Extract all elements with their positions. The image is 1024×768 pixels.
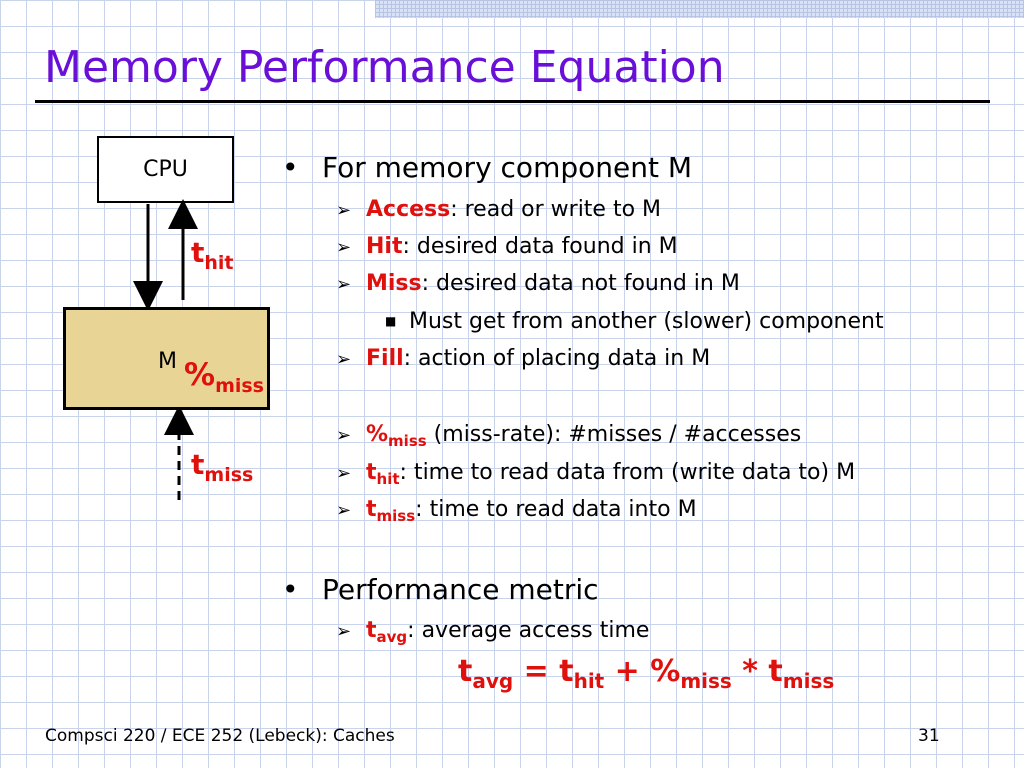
slide-footer: Compsci 220 / ECE 252 (Lebeck): Caches	[45, 726, 395, 746]
t-hit-label: thit	[191, 236, 234, 274]
square-bullet-icon: ■	[385, 314, 397, 328]
corner-pattern	[375, 0, 1024, 18]
memory-box: M %miss	[63, 307, 270, 410]
title-underline	[35, 100, 990, 103]
item-t-miss: ➢tmiss: time to read data into M	[336, 497, 697, 525]
slide-title: Memory Performance Equation	[44, 42, 725, 93]
t-miss-label: tmiss	[191, 448, 254, 486]
item-t-hit: ➢thit: time to read data from (write dat…	[336, 460, 856, 488]
miss-rate-label: %miss	[184, 357, 264, 397]
arrow-bullet-icon: ➢	[336, 237, 352, 258]
arrow-bullet-icon: ➢	[336, 200, 352, 221]
item-fill: ➢Fill: action of placing data in M	[336, 346, 711, 371]
item-access: ➢Access: read or write to M	[336, 197, 662, 222]
performance-formula: tavg = thit + %miss * tmiss	[458, 654, 835, 693]
item-miss-rate: ➢%miss (miss-rate): #misses / #accesses	[336, 422, 802, 450]
memory-label: M	[158, 349, 177, 374]
item-miss: ➢Miss: desired data not found in M	[336, 271, 740, 296]
item-miss-detail: ■Must get from another (slower) componen…	[385, 309, 884, 334]
arrow-bullet-icon: ➢	[336, 621, 352, 642]
cpu-box: CPU	[97, 136, 234, 203]
arrow-bullet-icon: ➢	[336, 425, 352, 446]
arrow-bullet-icon: ➢	[336, 463, 352, 484]
arrow-bullet-icon: ➢	[336, 500, 352, 521]
page-number: 31	[918, 726, 940, 746]
item-hit: ➢Hit: desired data found in M	[336, 234, 678, 259]
memory-arrows	[133, 199, 198, 500]
bullet-performance-metric: •Performance metric	[282, 573, 599, 606]
arrow-bullet-icon: ➢	[336, 349, 352, 370]
arrow-bullet-icon: ➢	[336, 274, 352, 295]
item-t-avg: ➢tavg: average access time	[336, 618, 650, 646]
cpu-label: CPU	[143, 157, 188, 182]
bullet-memory-component: •For memory component M	[282, 151, 693, 184]
